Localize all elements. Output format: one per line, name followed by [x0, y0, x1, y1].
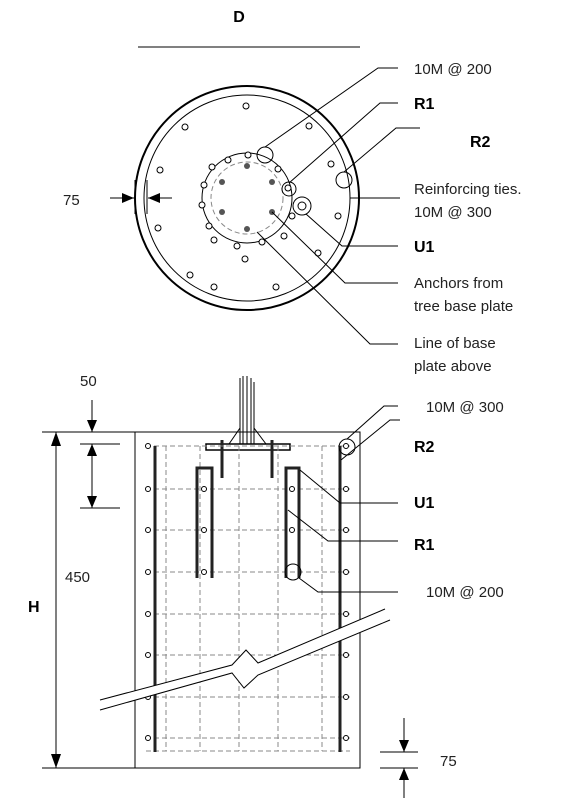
tie-grid	[146, 445, 350, 752]
leader-bars-200	[298, 577, 398, 593]
ring-bar	[244, 151, 252, 159]
callout-baseline-1: Line of base	[414, 335, 496, 352]
perimeter-bar	[210, 283, 218, 291]
pier-outline	[134, 431, 361, 769]
dim-50-label: 50	[80, 373, 97, 390]
break-line-bottom	[99, 619, 391, 711]
callout-ties-1: Reinforcing ties.	[414, 181, 522, 198]
inner-cover-circle	[143, 94, 351, 302]
ring-bar	[258, 238, 266, 246]
tie-dots-right	[343, 443, 349, 741]
ring-bar	[224, 156, 232, 164]
perimeter-bar	[181, 123, 189, 131]
perimeter-bars	[154, 102, 342, 291]
leader-baseline	[256, 231, 398, 345]
ring-bar	[208, 163, 216, 171]
leader-r2	[343, 127, 420, 173]
callout-anchors-2: tree base plate	[414, 298, 513, 315]
perimeter-bar	[242, 102, 250, 110]
ring-bar	[210, 236, 218, 244]
ring-bar	[288, 212, 296, 220]
leader-r1-section	[287, 509, 398, 542]
callout-r2-section: R2	[414, 439, 435, 456]
ring-bar	[280, 232, 288, 240]
leader-anchors	[271, 211, 398, 284]
tree-stem	[228, 376, 267, 445]
anchor-bolts	[219, 163, 275, 232]
leader-r1	[288, 102, 398, 184]
u1-marker-outer	[292, 196, 312, 216]
callout-r1-section: R1	[414, 537, 435, 554]
ring-bar	[200, 181, 208, 189]
callout-u1-section: U1	[414, 495, 435, 512]
anchor-bolt	[244, 226, 250, 232]
arrow-down-icon	[87, 420, 97, 432]
perimeter-bar	[241, 255, 249, 263]
bars-200-marker	[284, 563, 302, 581]
perimeter-bar	[327, 160, 335, 168]
callout-anchors-1: Anchors from	[414, 275, 503, 292]
dim-75-bottom-label: 75	[440, 753, 457, 770]
callout-bars-200: 10M @ 200	[426, 584, 504, 601]
callout-ties-2: 10M @ 300	[414, 204, 492, 221]
perimeter-bar	[305, 122, 313, 130]
arrow-down-icon	[399, 740, 409, 752]
dim-h-label: H	[28, 599, 40, 616]
plan-view: D	[63, 9, 522, 375]
plan-dim-75	[110, 180, 172, 214]
perimeter-bar	[156, 166, 164, 174]
anchor-bolt	[269, 179, 275, 185]
dim-d-label: D	[233, 9, 245, 26]
leader-r2-section	[340, 419, 400, 461]
plan-dim-75-label: 75	[63, 192, 80, 209]
callout-10m-200: 10M @ 200	[414, 61, 492, 78]
arrow-up-icon	[399, 768, 409, 780]
break-mask	[100, 609, 390, 710]
callout-ties-300: 10M @ 300	[426, 399, 504, 416]
section-view: H 50 450 75 10M @ 300 R2 U1 R1 10M @ 200	[28, 373, 504, 798]
leader-u1-section	[299, 469, 398, 504]
r2-marker	[335, 171, 353, 189]
u-bar-left	[195, 466, 214, 578]
u-bar-dots	[201, 486, 295, 575]
r1-marker	[281, 181, 297, 197]
base-plate-line-dashed	[210, 161, 284, 235]
perimeter-bar	[272, 283, 280, 291]
ring-bar	[233, 242, 241, 250]
base-plate	[205, 443, 291, 451]
leader-u1	[305, 213, 398, 247]
leader-ties-300	[346, 405, 398, 440]
inner-ring-bars	[198, 151, 296, 250]
arrow-up-icon	[51, 432, 61, 446]
arrow-down-icon	[51, 754, 61, 768]
break-line-top	[99, 608, 386, 701]
anchor-bolt	[219, 209, 225, 215]
perimeter-bar	[154, 224, 162, 232]
ring-bar	[274, 165, 282, 173]
arrow-right-icon	[122, 193, 134, 203]
anchor-bolt	[244, 163, 250, 169]
perimeter-bar	[186, 271, 194, 279]
ring-bar	[205, 222, 213, 230]
u1-marker-inner	[297, 201, 307, 211]
leader-10m-200	[264, 67, 398, 148]
callout-u1: U1	[414, 239, 435, 256]
arrow-left-icon	[148, 193, 160, 203]
callout-baseline-2: plate above	[414, 358, 492, 375]
arrow-down-icon	[87, 496, 97, 508]
perimeter-bar	[334, 212, 342, 220]
perimeter-bar	[314, 249, 322, 257]
callout-r1: R1	[414, 96, 435, 113]
ring-bar	[198, 201, 206, 209]
ring-bar	[284, 184, 292, 192]
dim-450-label: 450	[65, 569, 90, 586]
anchor-bolt	[219, 179, 225, 185]
arrow-up-icon	[87, 444, 97, 456]
u-bar-right	[284, 466, 301, 578]
callout-r2: R2	[470, 134, 491, 151]
